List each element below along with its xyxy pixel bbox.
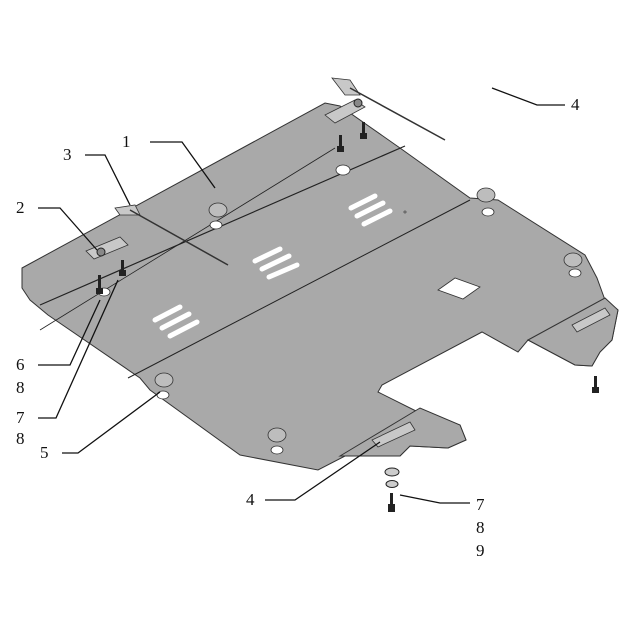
callout-9: 9 (476, 541, 485, 560)
bolts (96, 98, 599, 512)
rubber-mounts (154, 187, 583, 443)
fold-line (127, 199, 471, 379)
callout-8-c: 8 (476, 518, 485, 537)
callout-1: 1 (122, 132, 131, 151)
callout-8-b: 8 (16, 429, 25, 448)
access-hatch (437, 277, 481, 300)
callout-7-b: 7 (476, 495, 485, 514)
fold-line (39, 147, 336, 331)
callout-7-a: 7 (16, 408, 25, 427)
bracket (331, 77, 361, 96)
callout-5: 5 (40, 443, 49, 462)
callout-3: 3 (63, 145, 72, 164)
vent-slots (152, 193, 393, 339)
callout-6: 6 (16, 355, 25, 374)
callout-4-top: 4 (571, 95, 580, 114)
mounting-plate (85, 236, 129, 260)
callout-8-a: 8 (16, 378, 25, 397)
callout-2: 2 (16, 198, 25, 217)
bracket (571, 307, 611, 333)
callout-4-bottom: 4 (246, 490, 255, 509)
rod (349, 87, 446, 141)
skid-plate (21, 102, 619, 471)
leader-lines (38, 87, 565, 504)
rod (129, 209, 229, 266)
